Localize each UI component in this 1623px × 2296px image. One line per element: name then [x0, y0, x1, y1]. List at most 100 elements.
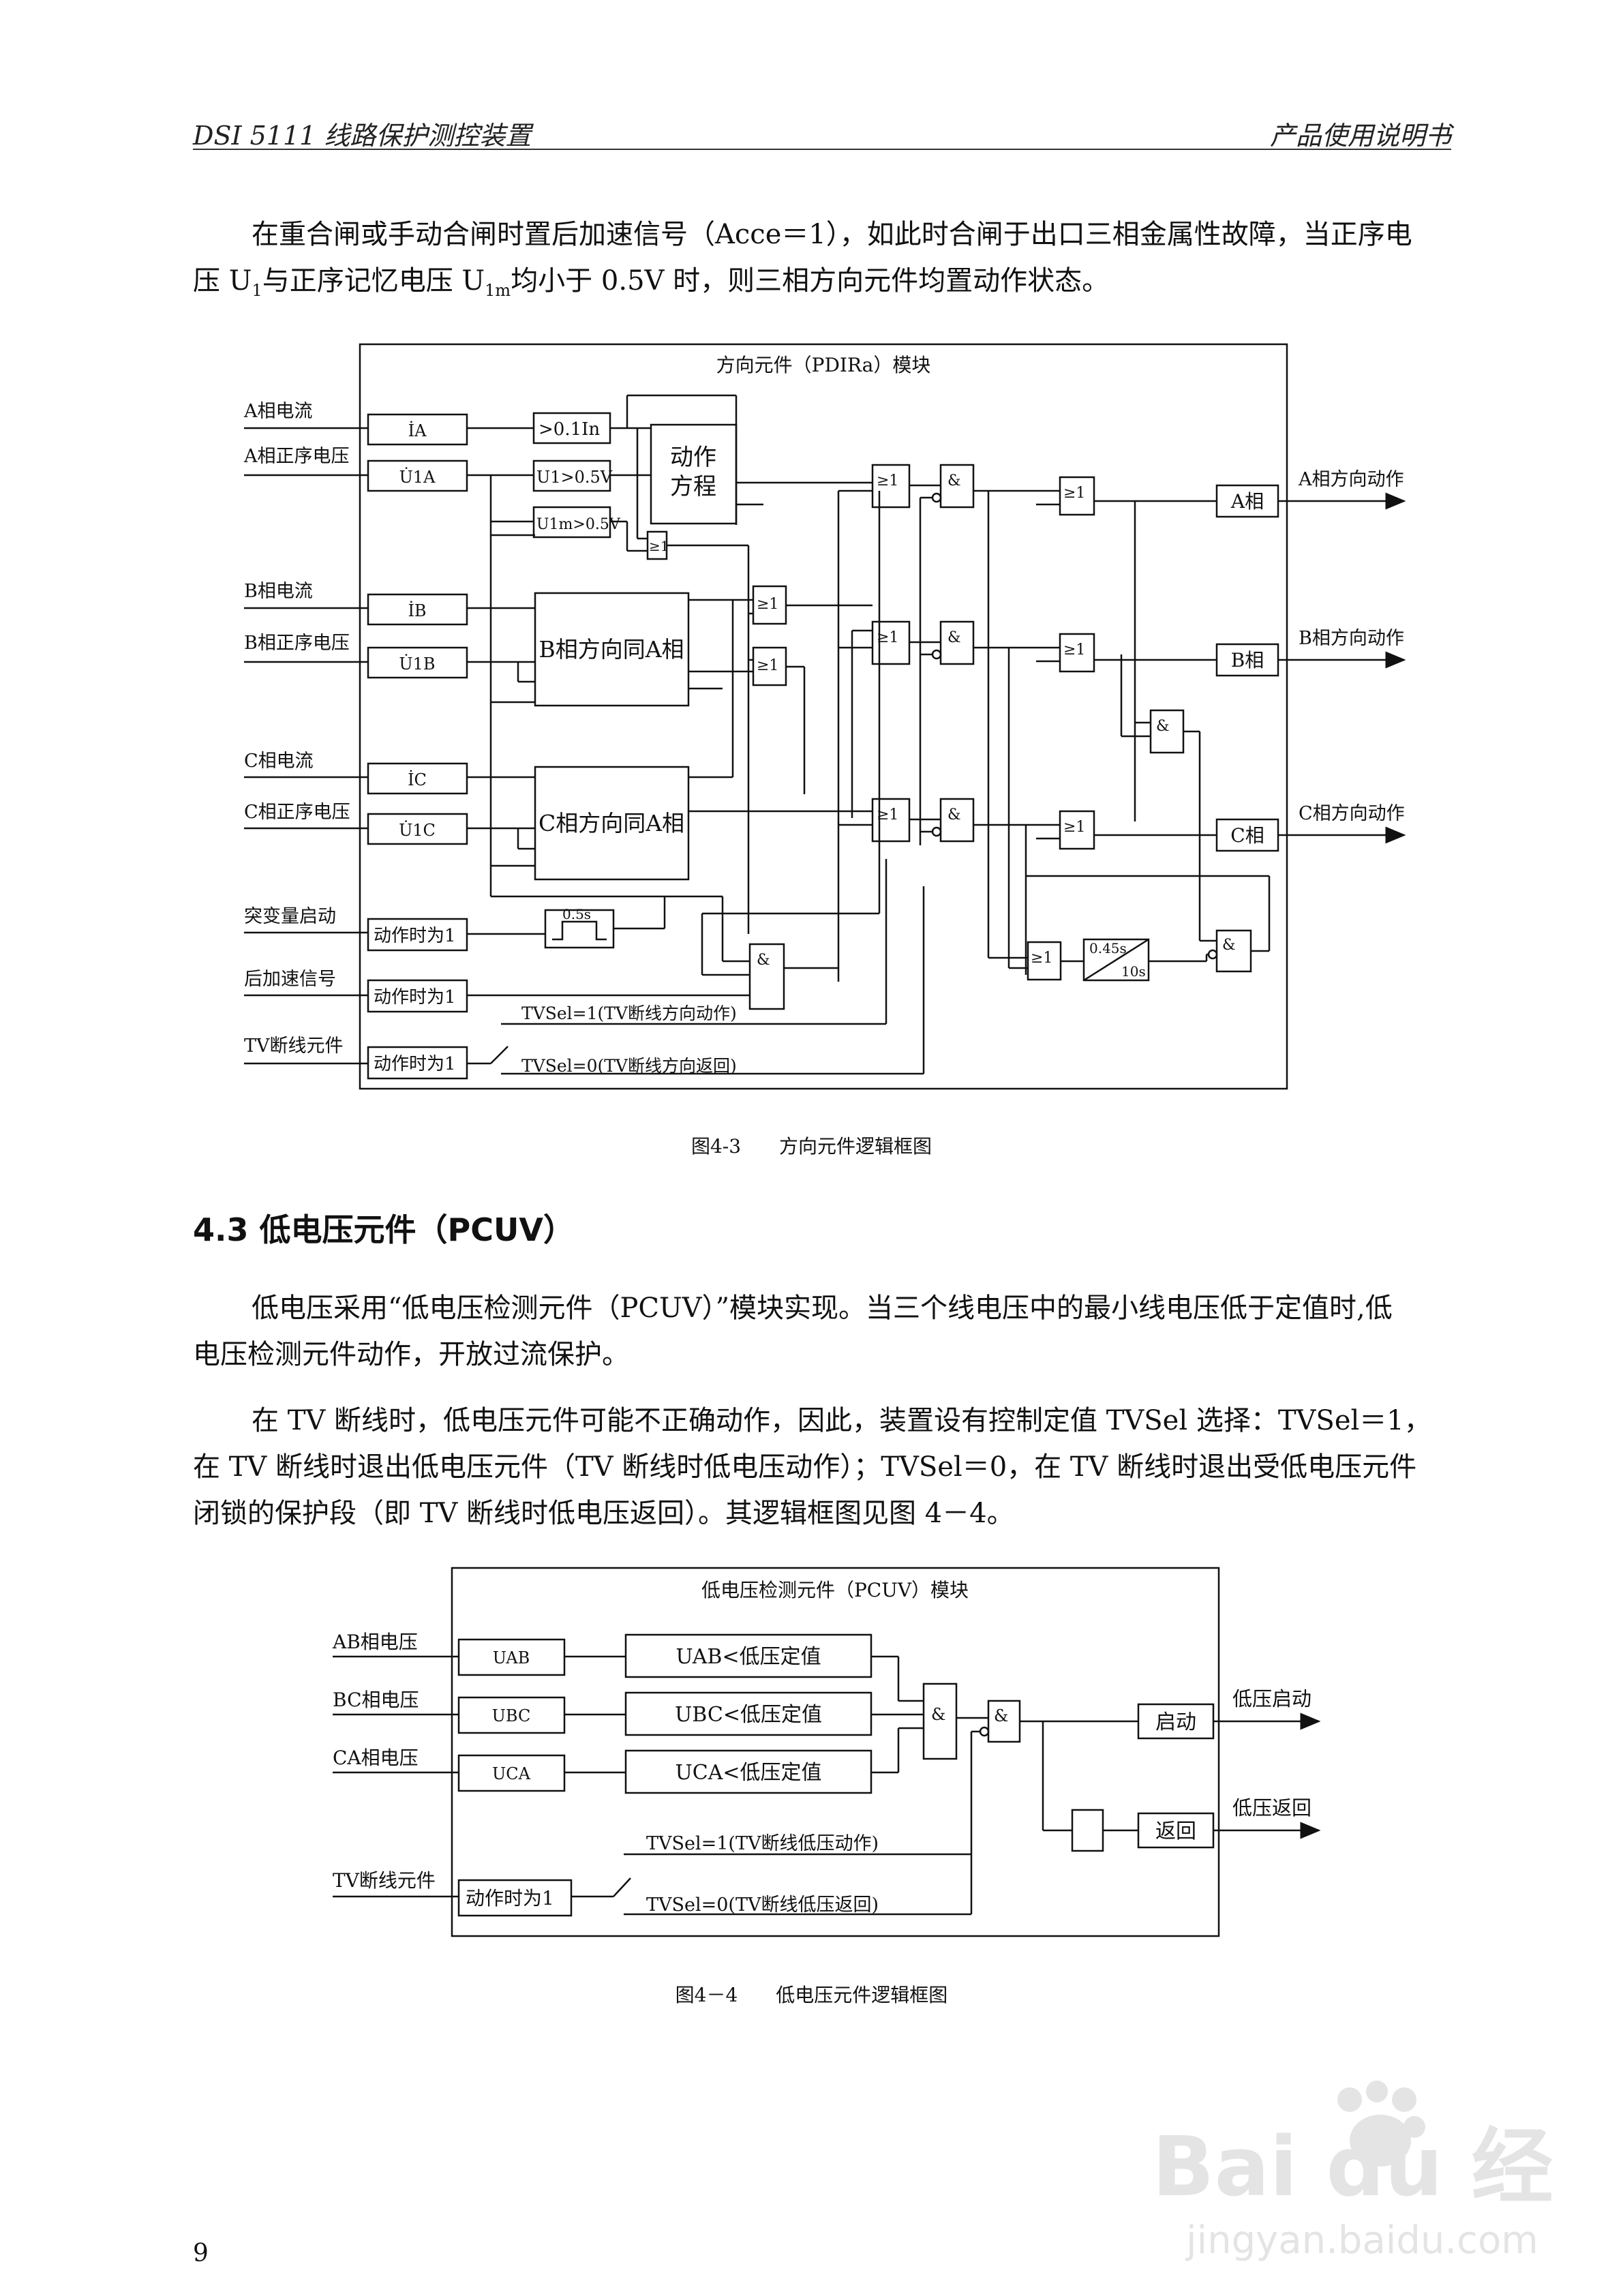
action-equation-line-2: 方程: [670, 473, 716, 500]
start-block-label: 启动: [1155, 1710, 1196, 1734]
header-title: DSI 5111 线路保护测控装置: [193, 121, 532, 151]
block-ic-label: İC: [408, 770, 427, 789]
block-ic: [367, 762, 468, 795]
not-gate: [1071, 1809, 1104, 1852]
and-gate-accel-label: &: [757, 952, 770, 969]
input-b-pos-voltage: B相正序电压: [244, 633, 350, 654]
and-gate-b-label: &: [947, 629, 961, 646]
timer-045-label: 0.45s: [1089, 940, 1127, 956]
or-gate-a-out-label: ≥1: [1063, 485, 1085, 502]
c-direction-label: C相方向同A相: [539, 810, 684, 836]
header-rule: [193, 149, 1451, 150]
input-a-pos-voltage: A相正序电压: [243, 446, 350, 467]
page-number: 9: [193, 2239, 209, 2267]
output-block-c-label: C相: [1230, 824, 1264, 847]
paragraph-3-line-1: 在 TV 断线时，低电压元件可能不正确动作，因此，装置设有控制定值 TVSel …: [252, 1405, 1431, 1436]
cmp-u1-label: U1>0.5V: [536, 468, 613, 487]
action-equation-block: [650, 423, 738, 525]
direction-element-diagram: 方向元件（PDIRa）模块 A相电流 A相正序电压 B相电流 B相正序电压 C相…: [243, 343, 1406, 1090]
cmp-uca-label: UCA<低压定值: [675, 1761, 821, 1785]
inverter-final: [1207, 949, 1218, 960]
block-u1c-label: U̇1C: [399, 821, 436, 840]
output-c-action: C相方向动作: [1299, 803, 1405, 824]
inverter-b: [931, 649, 942, 660]
cmp-u1m-label: U1m>0.5V: [536, 516, 621, 533]
pcuv-module-frame: [451, 1567, 1220, 1937]
paragraph-3-line-3: 闭锁的保护段（即 TV 断线时低电压返回）。其逻辑框图见图 4－4。: [193, 1498, 1014, 1529]
and-gate-final-label: &: [1222, 937, 1236, 954]
watermark-url: jingyan.baidu.com: [1185, 2218, 1538, 2263]
and-gate-c-label: &: [947, 806, 961, 824]
block-act1-tv-2-label: 动作时为1: [466, 1887, 554, 1909]
and-gate-tv-label: &: [994, 1706, 1008, 1725]
tvsel0-label-2: TVSel=0(TV断线低压返回): [646, 1894, 879, 1916]
output-low-start: 低压启动: [1232, 1687, 1311, 1710]
baidu-watermark-logo: Bai du 经验 jingyan.baidu.com: [1152, 2081, 1554, 2263]
or-gate-c-out-label: ≥1: [1063, 819, 1085, 836]
p1-l2-c: 均小于 0.5V 时，则三相方向元件均置动作状态。: [511, 265, 1110, 297]
or-gate-b-out: [1059, 633, 1095, 673]
paragraph-2-line-2: 电压检测元件动作，开放过流保护。: [193, 1339, 629, 1370]
and-gate-b: [939, 620, 975, 665]
or-gate-b1-label: ≥1: [757, 596, 778, 613]
paragraph-3-line-2: 在 TV 断线时退出低电压元件（TV 断线时低电压动作）；TVSel＝0，在 T…: [193, 1451, 1417, 1483]
or-gate-voltage-label: ≥1: [649, 538, 669, 554]
input-c-pos-voltage: C相正序电压: [244, 802, 350, 823]
timer-10-label: 10s: [1121, 963, 1146, 980]
inverter-a: [931, 492, 942, 503]
or-gate-c-label: ≥1: [877, 806, 898, 824]
and-gate-voltages-label: &: [931, 1705, 945, 1724]
inverter-tv: [979, 1726, 990, 1737]
input-fault-start: 突变量启动: [244, 906, 336, 927]
paragraph-1-line-2: 压 U1与正序记忆电压 U1m均小于 0.5V 时，则三相方向元件均置动作状态。: [193, 258, 1451, 314]
figure-4-4-caption: 图4－4 低电压元件逻辑框图: [675, 1984, 948, 2006]
watermark-brand: Bai du 经验: [1152, 2120, 1554, 2215]
section-heading: 4.3 低电压元件（PCUV）: [193, 1211, 575, 1248]
paragraph-2: 低电压采用“低电压检测元件（PCUV）”模块实现。当三个线电压中的最小线电压低于…: [193, 1285, 1451, 1378]
and-gate-bc-label: &: [1156, 718, 1170, 735]
tvsel1-label-2: TVSel=1(TV断线低压动作): [646, 1833, 879, 1854]
block-ib: [367, 593, 468, 626]
return-block-label: 返回: [1155, 1819, 1196, 1843]
and-gate-c: [939, 798, 975, 843]
block-uca-label: UCA: [492, 1764, 531, 1783]
block-u1b-label: U̇1B: [399, 654, 435, 674]
input-c-current: C相电流: [244, 751, 314, 772]
block-act1-tv-2: [457, 1879, 573, 1917]
header-right: 产品使用说明书: [1269, 121, 1451, 151]
p1-l2-a: 压 U: [193, 265, 252, 297]
output-block-a-label: A相: [1230, 490, 1264, 513]
block-ia: [367, 413, 468, 446]
paragraph-3: 在 TV 断线时，低电压元件可能不正确动作，因此，装置设有控制定值 TVSel …: [193, 1398, 1451, 1537]
cmp-uab-label: UAB<低压定值: [676, 1645, 821, 1669]
input-tv-break-2: TV断线元件: [333, 1869, 436, 1892]
block-u1a-label: U̇1A: [399, 468, 436, 487]
or-gate-b2-label: ≥1: [757, 657, 778, 674]
b-direction-label: B相方向同A相: [539, 636, 684, 663]
output-block-b-label: B相: [1231, 649, 1264, 671]
cmp-current-label: >0.1In: [539, 419, 600, 440]
tvsel0-label: TVSel=0(TV断线方向返回): [521, 1056, 737, 1076]
cmp-ubc-label: UBC<低压定值: [675, 1703, 822, 1727]
p1-l2-sub2: 1m: [485, 281, 511, 300]
or-gate-a-out: [1059, 476, 1095, 516]
timer-045-10: [1082, 938, 1150, 982]
pdira-module-title: 方向元件（PDIRa）模块: [716, 354, 931, 376]
paragraph-1: 在重合闸或手动合闸时置后加速信号（Acce＝1），如此时合闸于出口三相金属性故障…: [193, 211, 1451, 314]
block-ubc-label: UBC: [492, 1706, 531, 1725]
input-tv-break: TV断线元件: [244, 1036, 344, 1057]
paragraph-1-line-1: 在重合闸或手动合闸时置后加速信号（Acce＝1），如此时合闸于出口三相金属性故障…: [252, 219, 1412, 250]
and-gate-accel: [748, 943, 785, 1010]
c-direction-block: [534, 766, 690, 881]
input-bc-voltage: BC相电压: [333, 1689, 419, 1711]
or-gate-timer-label: ≥1: [1031, 950, 1052, 967]
block-act1-accel-label: 动作时为1: [374, 987, 456, 1008]
or-gate-b-out-label: ≥1: [1063, 641, 1085, 659]
block-uab-label: UAB: [493, 1648, 530, 1667]
block-act1-tv-label: 动作时为1: [374, 1054, 456, 1074]
and-gate-a-label: &: [947, 472, 961, 489]
and-gate-voltages: [922, 1682, 958, 1760]
input-b-current: B相电流: [244, 581, 313, 602]
action-equation-line-1: 动作: [670, 444, 716, 471]
block-ib-label: İB: [408, 601, 426, 620]
